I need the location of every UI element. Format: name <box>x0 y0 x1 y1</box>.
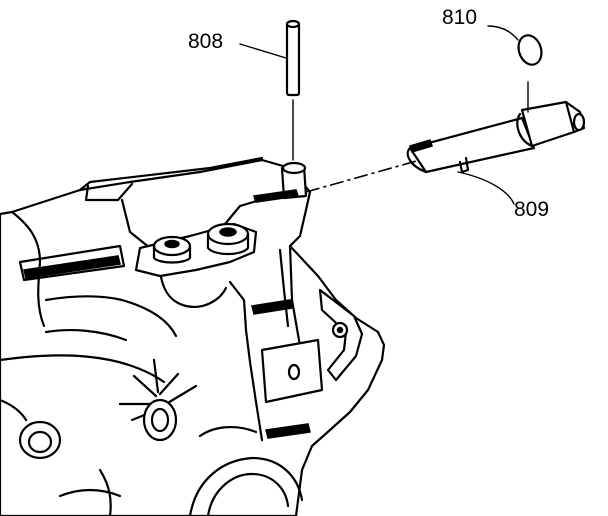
callout-810: 810 <box>442 6 477 29</box>
part-810-o-ring <box>517 34 543 66</box>
part-808-pin <box>285 19 301 161</box>
part-809-shaft <box>305 81 586 193</box>
callout-808: 808 <box>188 30 223 53</box>
leader-lines <box>239 25 519 205</box>
transmission-housing <box>0 156 386 516</box>
callout-809: 809 <box>514 198 549 221</box>
